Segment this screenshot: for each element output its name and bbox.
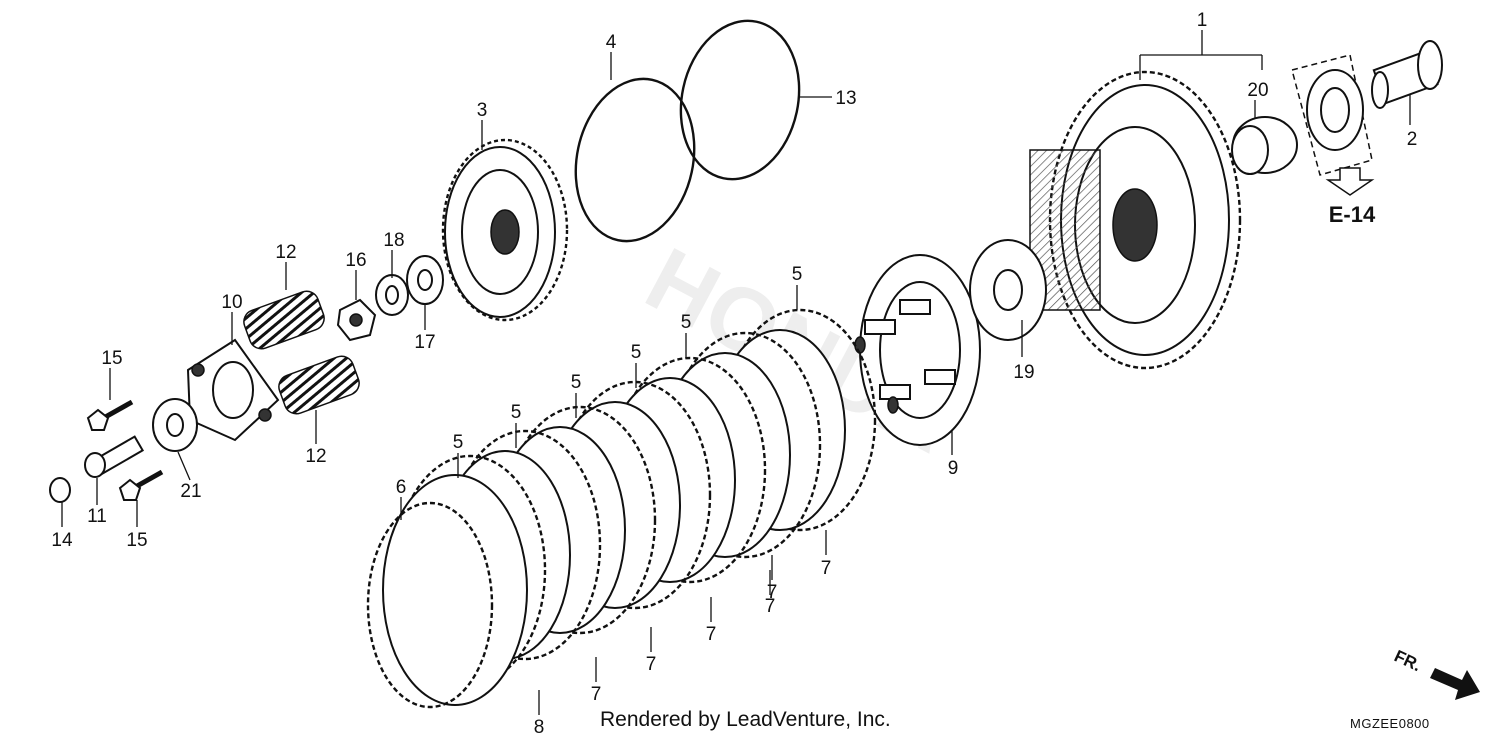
callout-2: 2 [1407,129,1418,150]
callout-5c: 5 [631,342,642,363]
clutch-plate-stack [366,308,877,709]
clutch-outer-part-1 [1029,70,1242,370]
bolt-part-15a [86,399,134,431]
front-arrow-icon [1430,668,1480,700]
sleeve-part-2 [1371,40,1443,109]
direction-label: FR. [1391,646,1424,675]
leader-lines [61,30,1411,715]
callout-7a: 7 [821,558,832,579]
washer-part-19 [969,239,1047,341]
callout-12b: 12 [305,446,326,467]
callout-3: 3 [477,100,488,121]
callout-5e: 5 [511,402,522,423]
callout-17: 17 [414,332,435,353]
callout-5d: 5 [571,372,582,393]
callout-7e: 7 [646,654,657,675]
spring-part-12b [278,355,360,415]
credit-text: Rendered by LeadVenture, Inc. [600,708,891,731]
spring-part-12a [243,290,325,350]
bolt-part-15b [118,469,164,501]
reference-arrow-icon [1325,167,1375,196]
callout-16: 16 [345,250,366,271]
lifter-plate-part-10 [186,338,280,442]
callout-9: 9 [948,458,959,479]
callout-8: 8 [534,717,545,738]
callout-15b: 15 [126,530,147,551]
callout-15a: 15 [101,348,122,369]
callout-4: 4 [606,32,617,53]
callout-7d: 7 [706,624,717,645]
bearing-part-21 [152,398,198,452]
callout-1: 1 [1197,10,1208,31]
callout-5b: 5 [681,312,692,333]
lifter-rod-part-11 [84,435,145,478]
callout-6: 6 [396,477,407,498]
needle-bearing-part-20 [1231,116,1298,175]
reference-box [1291,54,1375,196]
callout-13: 13 [835,88,856,109]
front-direction-indicator: FR. [1391,646,1480,700]
drawing-code: MGZEE0800 [1350,716,1430,731]
callout-12a: 12 [275,242,296,263]
ring-part-13 [679,19,801,181]
washer-part-17 [406,255,444,305]
callout-5a: 5 [792,264,803,285]
callout-21: 21 [180,481,201,502]
ring-part-4 [574,77,696,243]
callout-19: 19 [1013,362,1034,383]
pressure-plate-part-9 [854,254,981,446]
cap-part-14 [49,477,71,503]
callouts: 1 2 20 3 4 13 19 9 16 18 17 12 12 10 15 … [51,10,1417,738]
callout-7f: 7 [591,684,602,705]
callout-7c: 7 [765,596,776,617]
callout-14: 14 [51,530,73,551]
washer-part-18 [375,274,409,316]
callout-20: 20 [1247,80,1268,101]
callout-18: 18 [383,230,404,251]
callout-7b: 7 [767,582,778,603]
clutch-center-part-3 [441,138,569,322]
callout-10: 10 [221,292,242,313]
reference-label: E-14 [1329,202,1376,227]
callout-5f: 5 [453,432,464,453]
nut-part-16 [336,298,377,342]
callout-11: 11 [87,506,107,527]
